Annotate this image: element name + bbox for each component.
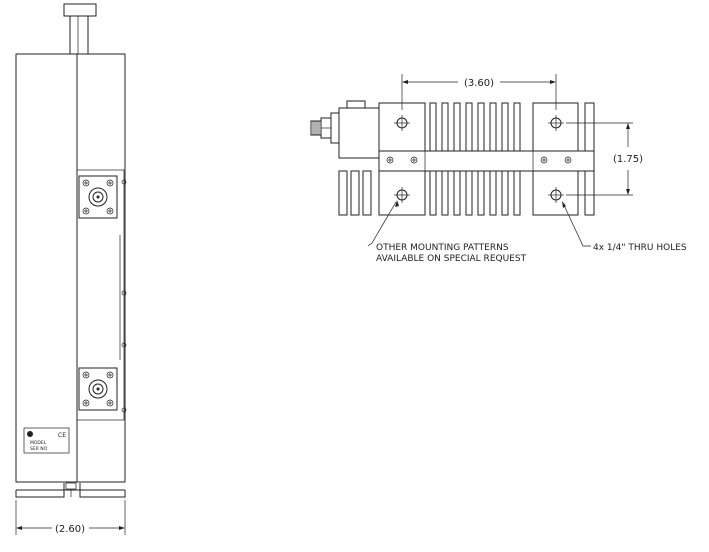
dimension-side-label: (1.75) xyxy=(613,154,643,165)
mounting-hole-top-left-icon xyxy=(394,115,410,131)
bottom-feet xyxy=(15,482,126,498)
heatsink-upper-fins xyxy=(378,102,595,152)
mounting-hole-top-right-icon xyxy=(548,115,564,131)
label-plate: CE MODEL SER NO xyxy=(23,427,70,454)
mounting-hole-bottom-left-icon xyxy=(394,187,410,203)
leader-lines xyxy=(367,200,591,247)
edge-screws xyxy=(121,179,127,413)
side-dimension xyxy=(566,122,633,196)
label-model: MODEL xyxy=(30,440,47,446)
top-connector-body xyxy=(69,15,89,55)
label-mark: CE xyxy=(58,432,66,439)
mounting-hole-bottom-right-icon xyxy=(548,187,564,203)
heatsink-center-band xyxy=(378,150,595,172)
housing xyxy=(15,53,126,483)
side-view: (3.60) (1.75) xyxy=(310,74,643,247)
sma-connector-icon xyxy=(310,112,340,144)
dimension-top-label: (3.60) xyxy=(464,78,494,89)
heatsink-lower-fins xyxy=(338,170,595,216)
top-tab xyxy=(63,3,97,17)
label-serial: SER NO xyxy=(30,446,48,452)
top-dimension xyxy=(401,74,557,110)
n-connector-upper-icon xyxy=(78,175,118,219)
front-view: CE MODEL SER NO (2.60) xyxy=(15,3,127,535)
n-connector-lower-icon xyxy=(78,367,118,411)
brand-logo-icon xyxy=(27,431,33,437)
note-mounting-line2: AVAILABLE ON SPECIAL REQUEST xyxy=(376,254,527,264)
bottom-dimension xyxy=(15,500,126,535)
note-mounting-line1: OTHER MOUNTING PATTERNS xyxy=(376,243,509,253)
band-screws xyxy=(386,156,572,164)
dimension-bottom-label: (2.60) xyxy=(55,524,85,535)
center-body xyxy=(338,107,380,159)
note-holes: 4x 1/4" THRU HOLES xyxy=(593,243,687,253)
